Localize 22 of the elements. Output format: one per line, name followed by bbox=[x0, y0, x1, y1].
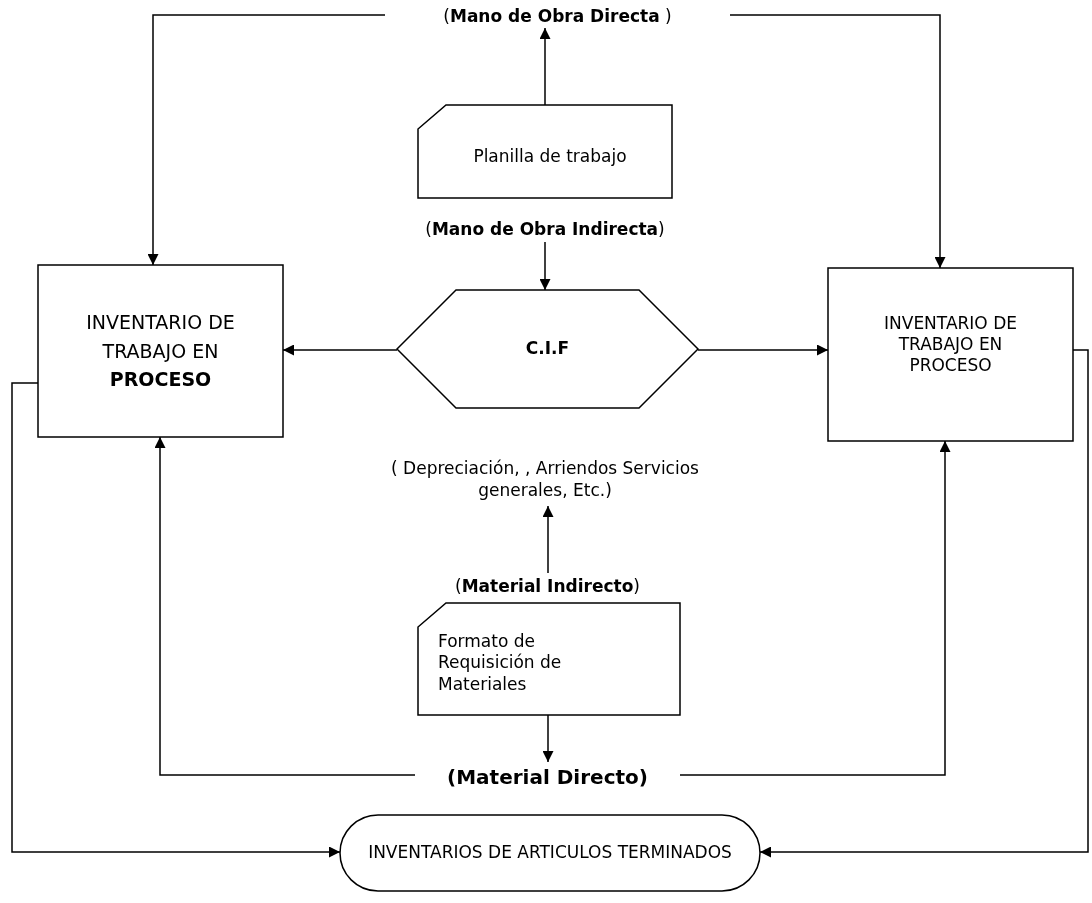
flow-label: (Mano de Obra Indirecta) bbox=[425, 217, 665, 241]
arrow bbox=[729, 14, 946, 269]
arrow bbox=[542, 714, 554, 763]
cost-list-text: ( Depreciación, , Arriendos Servicios generales, Etc.) bbox=[390, 456, 700, 502]
arrow bbox=[759, 349, 1089, 858]
flow-label: (Material Indirecto) bbox=[455, 574, 640, 598]
hexagon-label: C.I.F bbox=[525, 338, 570, 360]
arrow bbox=[11, 382, 341, 858]
arrow bbox=[147, 14, 386, 266]
box-label: INVENTARIO DE TRABAJO EN PROCESO bbox=[85, 310, 236, 393]
arrow bbox=[679, 440, 951, 776]
arrow bbox=[542, 505, 554, 574]
arrow bbox=[539, 241, 551, 291]
arrow bbox=[697, 344, 829, 356]
flow-label: (Material Directo) bbox=[447, 764, 648, 790]
box-label: INVENTARIO DE TRABAJO EN PROCESO bbox=[883, 312, 1018, 377]
flow-label: (Mano de Obra Directa ) bbox=[443, 4, 672, 28]
document-label: Planilla de trabajo bbox=[473, 145, 627, 168]
document-label: Formato de Requisición de Materiales bbox=[438, 631, 563, 695]
oval-label: INVENTARIOS DE ARTICULOS TERMINADOS bbox=[368, 842, 732, 864]
arrow bbox=[539, 27, 551, 106]
arrow bbox=[154, 436, 416, 776]
